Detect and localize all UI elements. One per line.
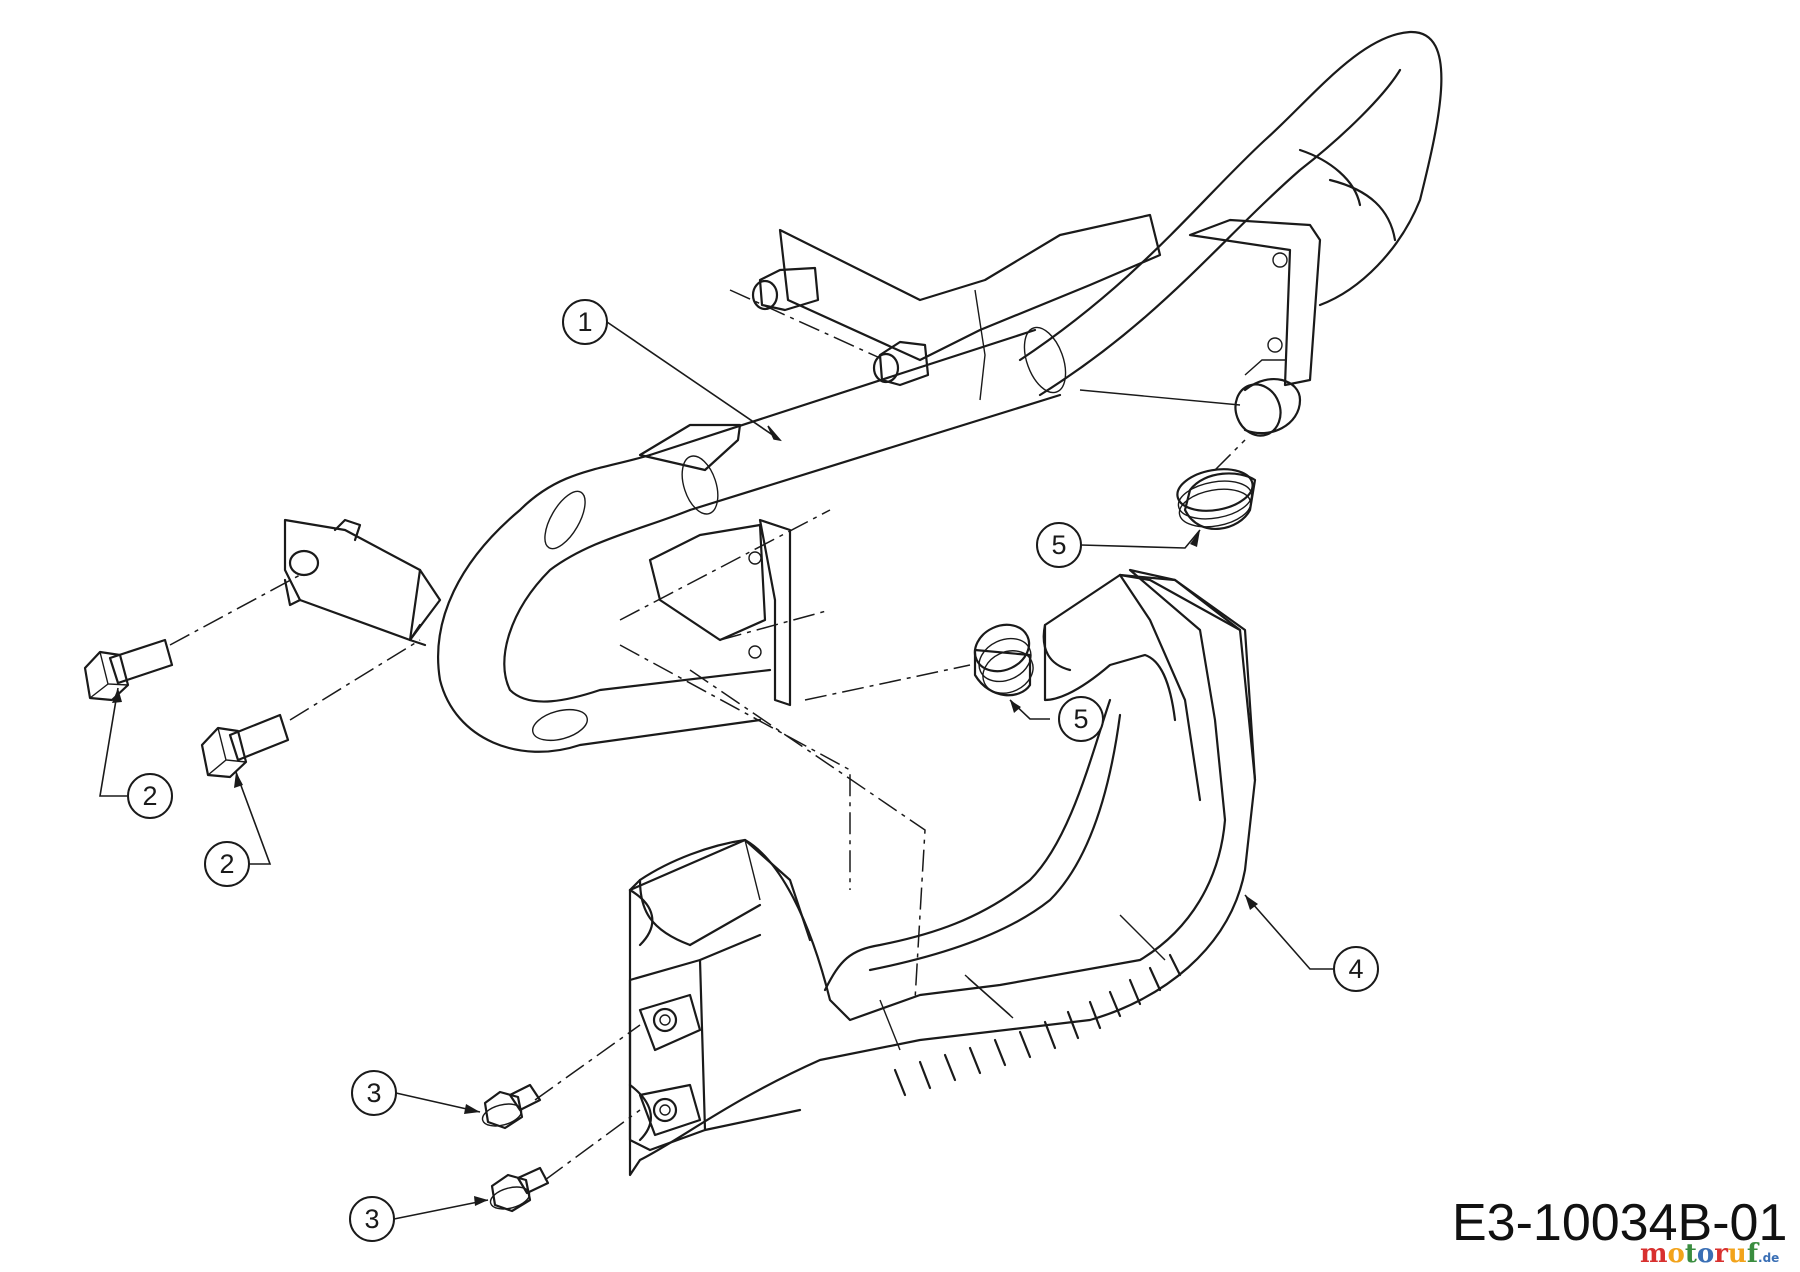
callout-4: 4 [1333,946,1379,992]
bumper-frame [283,30,1443,753]
assembly-lines [169,289,1246,1181]
hex-bolt-lower [200,713,290,779]
svg-text:3: 3 [364,1204,379,1234]
hex-bolt-upper [83,638,174,702]
watermark-letter: u [1728,1239,1747,1269]
callout-1: 1 [562,299,608,345]
svg-text:2: 2 [219,849,234,879]
leader-arrows [112,425,1258,1206]
end-plug-upper [1176,468,1257,530]
stud-nut [751,266,820,312]
watermark-letter: r [1714,1239,1728,1269]
flange-bolt-lower [489,1166,550,1213]
callout-3-lower: 3 [349,1196,395,1242]
watermark-letter: o [1697,1239,1714,1269]
watermark-letter: f [1747,1239,1760,1269]
watermark-letter: m [1640,1239,1668,1269]
cover-ribs [893,953,1182,1097]
mount-hole [638,1083,702,1137]
svg-text:2: 2 [142,781,157,811]
mount-hole [638,993,702,1052]
svg-text:4: 4 [1348,954,1363,984]
svg-text:3: 3 [366,1078,381,1108]
bumper-cover [628,568,1257,1177]
svg-text:5: 5 [1073,704,1088,734]
watermark-letter: t [1685,1239,1697,1269]
callout-3-upper: 3 [351,1070,397,1116]
svg-text:motoruf.de: motoruf.de [1640,1239,1779,1269]
callout-2-lower: 2 [204,841,250,887]
watermark-suffix: .de [1758,1251,1779,1265]
svg-text:5: 5 [1051,530,1066,560]
leader-lines [99,321,1334,1220]
callout-5-upper: 5 [1036,522,1082,568]
callout-5-lower: 5 [1058,696,1104,742]
end-plug-lower [973,623,1034,697]
watermark-logo: motoruf.de [1640,1239,1779,1269]
watermark-letter: o [1668,1239,1685,1269]
callout-2-upper: 2 [127,773,173,819]
svg-text:1: 1 [577,307,592,337]
watermark-brand: motoruf [1640,1239,1760,1269]
drawing-code: E3-10034B-01 [1452,1194,1787,1252]
flange-bolt-upper [481,1083,542,1130]
